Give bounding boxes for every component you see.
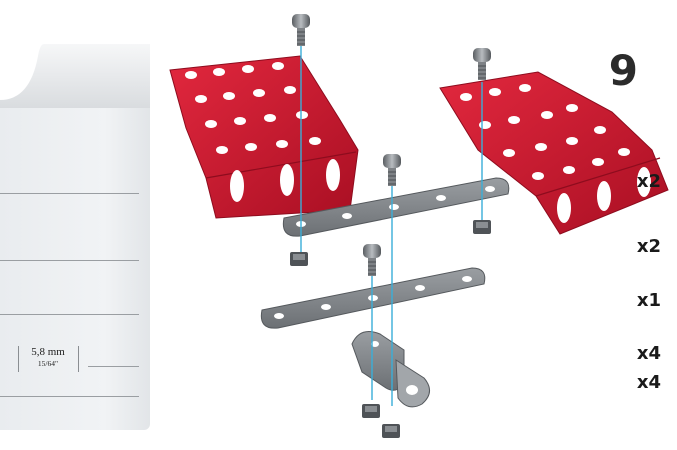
part-divider: [0, 193, 139, 194]
size-marker: [78, 346, 79, 372]
red-flanged-plate-right: [440, 72, 668, 234]
part-divider: [88, 366, 139, 367]
nut-icon: [473, 220, 491, 234]
bolt-icon: [383, 154, 401, 186]
part-divider: [0, 314, 139, 315]
part-qty-5: x4: [637, 372, 661, 393]
bolt-size-inch: 15/64": [26, 360, 70, 368]
part-divider: [0, 396, 139, 397]
part-qty-1: x2: [637, 171, 661, 192]
bolt-size-mm: 5,8 mm: [26, 347, 70, 358]
part-qty-4: x4: [637, 343, 661, 364]
nut-icon: [382, 424, 400, 438]
bolt-icon: [473, 48, 491, 80]
angle-bracket: [352, 332, 430, 407]
bolt-size-label: 5,8 mm 15/64": [26, 347, 70, 368]
step-tab: [0, 40, 150, 108]
gray-strip-lower: [261, 268, 484, 328]
red-flanged-plate-left: [170, 56, 358, 218]
parts-list-panel: [0, 108, 150, 430]
bolt-icon: [292, 14, 310, 46]
nut-icon: [362, 404, 380, 418]
part-divider: [0, 260, 139, 261]
bolt-icon: [363, 244, 381, 276]
part-qty-3: x1: [637, 290, 661, 311]
size-marker: [18, 346, 19, 372]
part-qty-2: x2: [637, 236, 661, 257]
step-number: 9: [609, 46, 637, 95]
nut-icon: [290, 252, 308, 266]
